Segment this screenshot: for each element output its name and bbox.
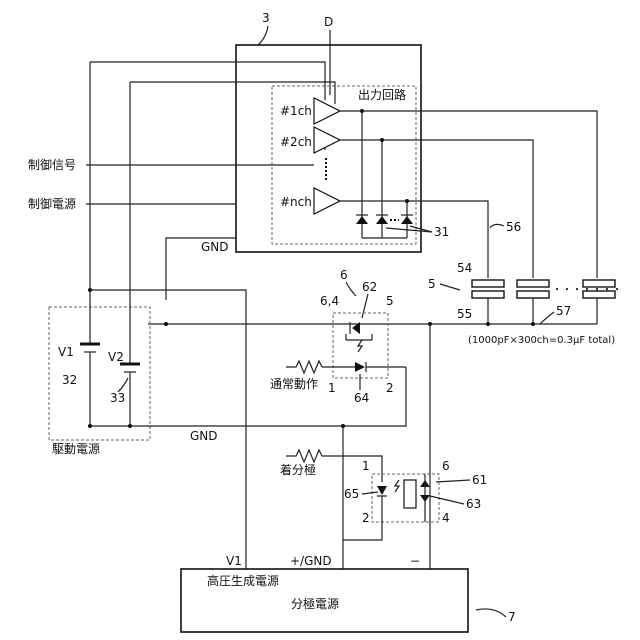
node-n [405,199,409,203]
ref-5-leader [440,284,460,290]
ref-5-label: 5 [428,277,436,291]
ref-5b-label: 5 [386,294,394,308]
ref-56-label: 56 [506,220,521,234]
gnd-mid-label: GND [190,429,218,443]
capacitor-1-top [472,280,504,287]
capacitor-2-bot [517,291,549,298]
capacitor-dots: ・・・・・・・ [552,285,622,296]
v1-node [88,288,92,292]
capacitor-2-top [517,280,549,287]
ref-6-leader [346,282,356,296]
led-64 [355,362,365,372]
bus-node-d [531,322,535,326]
ref-31-leader [386,226,432,232]
ref-54-label: 54 [457,261,472,275]
ref-61-label: 61 [472,473,487,487]
pin-6-label: 6 [442,459,450,473]
ref-55-label: 55 [457,307,472,321]
gnd-node-a [88,424,92,428]
diode-31n [401,216,413,224]
bus-node-c [486,322,490,326]
ref-3-leader [258,26,268,45]
ref-63-label: 63 [466,497,481,511]
led-65 [377,486,387,495]
diode-31a [356,216,368,224]
minus-label: − [410,554,420,568]
ref-61-leader [436,480,470,482]
ch1-label: #1ch [280,104,312,118]
pin-2a-label: 2 [386,381,394,395]
amp-chn [314,188,340,214]
plus-gnd-label: +/GND [290,554,332,568]
ref-33-label: 33 [110,391,125,405]
ref-7-leader [476,609,506,617]
ref-33-leader [118,378,128,392]
normal-operation-label: 通常動作 [270,377,318,391]
attach-pole-label: 着分極 [280,462,316,477]
driver-ic-box [236,45,421,252]
gnd-top-label: GND [201,240,229,254]
ref-31-label: 31 [434,225,449,239]
ref-56-leader [490,224,504,228]
resistor-normal [286,361,322,373]
pin-2b-label: 2 [362,511,370,525]
output-line-1 [340,111,597,278]
ref-D-label: D [324,15,333,29]
output-line-2 [340,140,533,278]
amp-ch1 [314,98,340,124]
pin-4-label: 4 [442,511,450,525]
ref-57-leader [540,312,554,324]
ref-57-label: 57 [556,304,571,318]
control-signal-label: 制御信号 [28,157,76,172]
ref-65-label: 65 [344,487,359,501]
control-power-label: 制御電源 [28,196,76,211]
drive-power-label: 駆動電源 [52,442,100,456]
v1-bottom-label: V1 [226,554,242,568]
pin-1a-label: 1 [328,381,336,395]
gnd-node-b [128,424,132,428]
v1-label: V1 [58,345,74,359]
ref-62-leader [362,294,368,318]
v2-label: V2 [108,350,124,364]
ref-64-top-label: 6,4 [320,294,339,308]
supply-line-1 [90,62,325,100]
ref-63-leader [430,496,464,504]
polarization-power-label: 分極電源 [291,596,339,611]
capacitance-note: (1000pF×300ch=0.3µF total) [468,335,615,346]
amp-ch2 [314,127,340,153]
v1-to-hv [90,290,246,569]
ch2-label: #2ch [280,135,312,149]
supply-line-2 [130,82,335,104]
bus-node-a [164,322,168,326]
switch-62-light [358,340,362,352]
switch-63-body [404,480,416,508]
output-circuit-label: 出力回路 [358,87,406,102]
pin-1b-label: 1 [362,459,370,473]
chn-label: #nch [280,195,312,209]
ref-3-label: 3 [262,11,270,25]
node-2 [380,138,384,142]
hv-gen-label: 高圧生成電源 [207,573,279,588]
node-1 [360,109,364,113]
capacitor-1-bot [472,291,504,298]
switch-62-body [346,334,372,340]
diode-31b [376,216,388,224]
ref-65-leader [362,492,378,494]
switch-61-light [395,480,399,492]
ref-32-label: 32 [62,373,77,387]
ref-62-label: 62 [362,280,377,294]
ref-64-label: 64 [354,391,369,405]
ref-7-label: 7 [508,610,516,624]
ref-6-label: 6 [340,268,348,282]
